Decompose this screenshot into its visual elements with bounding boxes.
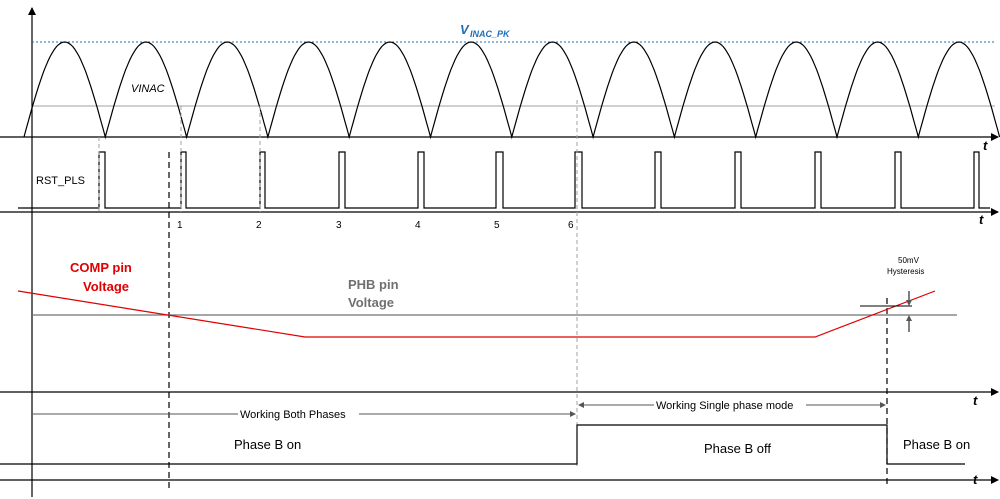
pulse-number-2: 2 <box>256 220 262 231</box>
comp-voltage-trace <box>17 290 936 338</box>
vinac-time-label: t <box>983 138 988 153</box>
working-single-label-bg <box>654 398 806 412</box>
phb-label-line1: PHB pin <box>348 277 399 292</box>
rst-pls-label: RST_PLS <box>36 175 85 187</box>
comp-time-label: t <box>973 393 978 408</box>
phb-label-line2: Voltage <box>348 295 394 310</box>
phase-b-on-label-2: Phase B on <box>903 437 970 452</box>
phase-b-on-label-1: Phase B on <box>234 437 301 452</box>
working-single-label: Working Single phase mode <box>656 400 793 412</box>
phase-b-off-label: Phase B off <box>704 441 771 456</box>
hysteresis-value: 50mV <box>898 256 920 265</box>
pulse-number-5: 5 <box>494 220 500 231</box>
vinac-pk-subscript: INAC_PK <box>470 29 511 39</box>
comp-label-line1: COMP pin <box>70 260 132 275</box>
comp-label-line2: Voltage <box>83 279 129 294</box>
vinac-label: VINAC <box>131 83 165 95</box>
phase-time-label: t <box>973 472 978 487</box>
pulse-number-4: 4 <box>415 220 421 231</box>
rst-time-label: t <box>979 212 984 227</box>
phase-b-waveform <box>0 424 965 465</box>
working-both-label: Working Both Phases <box>240 409 346 421</box>
pulse-number-1: 1 <box>177 220 183 231</box>
vinac-waveform <box>23 41 1000 140</box>
rst-pulse-train <box>18 151 990 209</box>
pulse-number-6: 6 <box>568 220 574 231</box>
vinac-pk-label: V <box>460 22 470 37</box>
pulse-number-3: 3 <box>336 220 342 231</box>
hysteresis-label: Hysteresis <box>887 267 924 276</box>
working-both-label-bg <box>238 407 359 421</box>
